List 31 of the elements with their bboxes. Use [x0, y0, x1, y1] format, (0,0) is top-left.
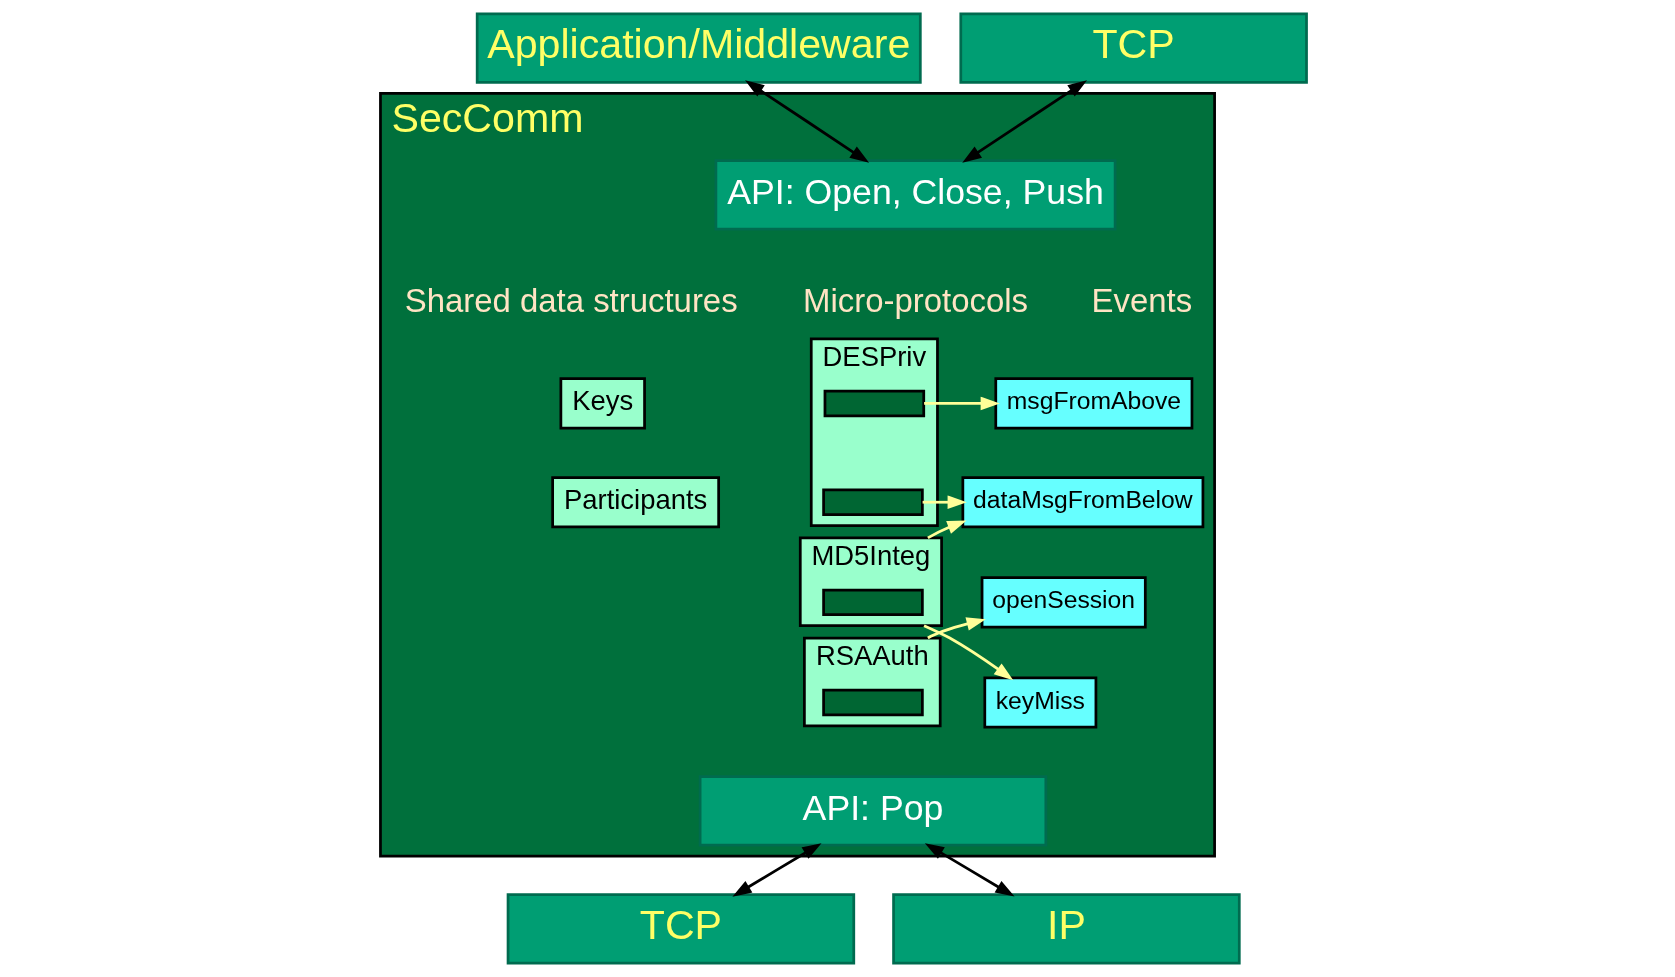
- node-box: Participants: [550, 476, 720, 529]
- cluster: RSAAuth: [802, 636, 942, 728]
- cluster: DESPriv: [809, 337, 939, 527]
- node-box: [821, 488, 924, 516]
- node-box: TCP: [958, 12, 1308, 84]
- label: Micro-protocols: [802, 281, 1028, 319]
- node-box: Keys: [559, 377, 646, 430]
- node-box: [821, 688, 924, 717]
- arrow: [926, 617, 986, 640]
- node-box: dataMsgFromBelow: [961, 476, 1204, 529]
- arrow: [922, 495, 967, 509]
- node-box: TCP: [506, 893, 855, 965]
- label: Events: [1091, 281, 1192, 319]
- node-box: API: Open, Close, Push: [714, 159, 1116, 231]
- arrow: [923, 624, 1013, 681]
- arrow: [924, 843, 1015, 897]
- node-box: [823, 389, 925, 418]
- cluster: MD5Integ: [798, 536, 943, 628]
- node-box: keyMiss: [982, 676, 1097, 729]
- node-box: openSession: [980, 576, 1147, 629]
- node-box: API: Pop: [698, 775, 1047, 847]
- node-box: [821, 588, 924, 617]
- arrow: [961, 80, 1087, 163]
- node-box: IP: [891, 893, 1241, 965]
- node-box: Application/Middleware: [475, 12, 922, 84]
- arrow: [731, 843, 821, 897]
- arrow: [923, 396, 1000, 411]
- arrow: [744, 80, 869, 163]
- node-box: msgFromAbove: [993, 377, 1193, 430]
- arrow: [926, 520, 967, 540]
- label: Shared data structures: [404, 281, 738, 319]
